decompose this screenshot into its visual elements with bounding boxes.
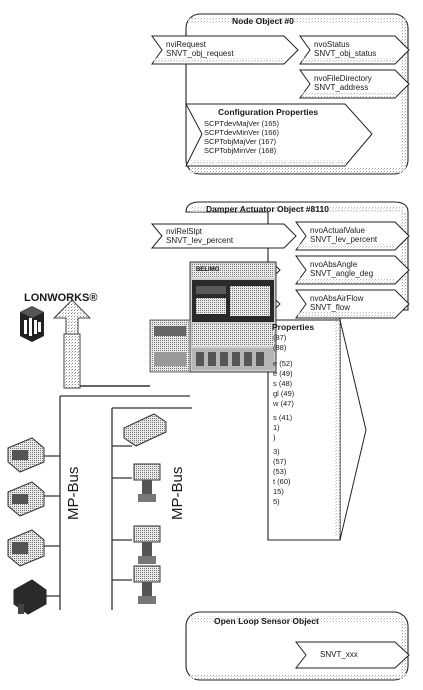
nvirelslpt-type: SNVT_lev_percent bbox=[166, 236, 233, 245]
config-properties-title: Configuration Properties bbox=[218, 108, 318, 117]
mp-bus-label-right: MP-Bus bbox=[170, 467, 186, 520]
nvirequest-type: SNVT_obj_request bbox=[166, 49, 234, 58]
actuator-image-1 bbox=[8, 438, 44, 472]
damper-config-item: 3) bbox=[273, 448, 280, 457]
damper-config-item: e (49) bbox=[273, 370, 293, 379]
damper-config-item: s (48) bbox=[273, 380, 292, 389]
nvostatus-type: SNVT_obj_status bbox=[314, 49, 376, 58]
damper-config-item: (88) bbox=[273, 344, 286, 353]
nvirequest-name: nviRequest bbox=[166, 40, 206, 49]
open-loop-title: Open Loop Sensor Object bbox=[214, 617, 319, 626]
lonworks-up-arrow bbox=[54, 300, 150, 388]
damper-config-item: e (52) bbox=[273, 360, 293, 369]
damper-config-item: (87) bbox=[273, 334, 286, 343]
valve-image-3 bbox=[134, 566, 160, 604]
damper-config-item: gl (49) bbox=[273, 390, 294, 399]
actuator-image-3 bbox=[8, 530, 44, 566]
device-brand-label: BELIMO bbox=[196, 266, 219, 275]
damper-config-item: s (41) bbox=[273, 414, 292, 423]
actuator-image-4 bbox=[14, 580, 46, 614]
damper-config-item: ) bbox=[273, 434, 276, 443]
damper-config-item: 1) bbox=[273, 424, 280, 433]
actuator-image-top bbox=[124, 414, 166, 446]
nvoabsairflow-type: SNVT_flow bbox=[310, 303, 350, 312]
mp-bus-label-left: MP-Bus bbox=[66, 467, 82, 520]
nvoabsairflow-name: nvoAbsAirFlow bbox=[310, 294, 363, 303]
valve-image-2 bbox=[134, 526, 160, 564]
damper-config-item: w (47) bbox=[273, 400, 294, 409]
controller-device-image bbox=[150, 262, 276, 372]
node-object-title: Node Object #0 bbox=[232, 17, 294, 26]
nvirelslpt-name: nviRelSlpt bbox=[166, 227, 202, 236]
damper-config-item: 5) bbox=[273, 498, 280, 507]
nvoabsangle-type: SNVT_angle_deg bbox=[310, 269, 373, 278]
damper-config-title: Properties bbox=[272, 323, 314, 332]
damper-config-item: 15) bbox=[273, 488, 284, 497]
damper-config-item: t (60) bbox=[273, 478, 291, 487]
lonworks-label: LONWORKS® bbox=[24, 292, 98, 304]
snvt-xxx-label: SNVT_xxx bbox=[320, 650, 358, 659]
nvostatus-name: nvoStatus bbox=[314, 40, 350, 49]
damper-config-item: (57) bbox=[273, 458, 286, 467]
lonworks-logo-icon bbox=[20, 306, 44, 342]
valve-image-1 bbox=[134, 464, 160, 502]
nvoabsangle-name: nvoAbsAngle bbox=[310, 260, 357, 269]
actuator-image-2 bbox=[8, 482, 44, 516]
nvoactualvalue-name: nvoActualValue bbox=[310, 226, 365, 235]
nvofiledirectory-name: nvoFileDirectory bbox=[314, 74, 372, 83]
nvofiledirectory-type: SNVT_address bbox=[314, 83, 368, 92]
damper-object-title: Damper Actuator Object #8110 bbox=[206, 205, 329, 214]
nvoactualvalue-type: SNVT_lev_percent bbox=[310, 235, 377, 244]
config-item: SCPTobjMinVer (168) bbox=[204, 147, 276, 156]
damper-config-item: (53) bbox=[273, 468, 286, 477]
